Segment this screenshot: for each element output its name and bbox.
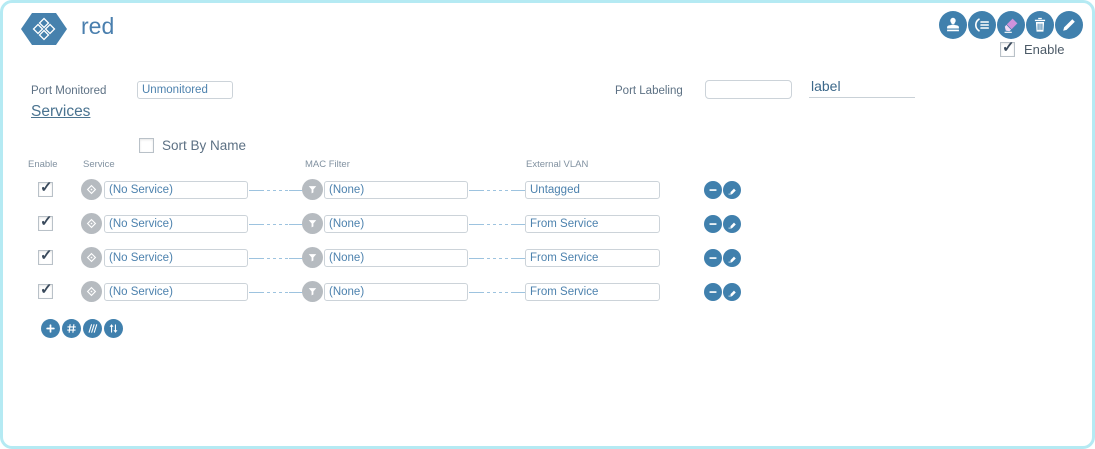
enable-checkbox[interactable]	[1000, 38, 1015, 57]
mac-filter-funnel-icon[interactable]	[302, 247, 323, 268]
connector-line	[249, 292, 303, 293]
mac-filter-select[interactable]: (None)	[324, 249, 468, 267]
column-header-enable: Enable	[28, 159, 58, 170]
connector-line	[469, 258, 526, 259]
mac-filter-funnel-icon[interactable]	[302, 179, 323, 200]
mac-filter-select[interactable]: (None)	[324, 181, 468, 199]
port-monitored-label: Port Monitored	[31, 85, 107, 97]
eraser-icon[interactable]	[723, 215, 741, 233]
external-vlan-field[interactable]: From Service	[525, 283, 660, 301]
mac-filter-funnel-icon[interactable]	[302, 281, 323, 302]
highlighter-icon[interactable]	[997, 11, 1025, 39]
service-row: (No Service) (None) From Service	[3, 243, 1092, 277]
sort-by-name-checkbox[interactable]	[139, 138, 154, 153]
service-row: (No Service) (None) From Service	[3, 277, 1092, 311]
column-header-external-vlan: External VLAN	[526, 159, 589, 170]
port-monitored-field[interactable]: Unmonitored	[137, 81, 233, 99]
service-diamond-icon[interactable]	[81, 179, 102, 200]
service-row: (No Service) (None) Untagged	[3, 175, 1092, 209]
service-row: (No Service) (None) From Service	[3, 209, 1092, 243]
connector-line	[469, 224, 526, 225]
eraser-icon[interactable]	[723, 181, 741, 199]
trash-icon[interactable]	[1026, 11, 1054, 39]
page-title: red	[81, 13, 115, 39]
slashes-icon[interactable]	[83, 319, 102, 338]
plus-icon[interactable]	[41, 319, 60, 338]
service-diamond-icon[interactable]	[81, 281, 102, 302]
row-enable-checkbox[interactable]	[38, 212, 53, 231]
row-actions	[704, 283, 741, 301]
connector-line	[469, 292, 526, 293]
connector-line	[249, 224, 303, 225]
sort-by-name-label: Sort By Name	[162, 138, 247, 153]
service-rows: (No Service) (None) Untagged	[3, 175, 1092, 311]
hash-icon[interactable]	[62, 319, 81, 338]
row-enable-checkbox[interactable]	[38, 178, 53, 197]
connector-line	[249, 258, 303, 259]
up-down-arrows-icon[interactable]	[104, 319, 123, 338]
row-actions	[704, 249, 741, 267]
minus-icon[interactable]	[704, 283, 722, 301]
port-labeling-label: Port Labeling	[615, 85, 683, 97]
port-labeling-input[interactable]	[705, 80, 792, 99]
external-vlan-field[interactable]: Untagged	[525, 181, 660, 199]
header-toolbar	[939, 11, 1083, 39]
mac-filter-select[interactable]: (None)	[324, 215, 468, 233]
connector-line	[469, 190, 526, 191]
service-select[interactable]: (No Service)	[104, 283, 248, 301]
port-label-input[interactable]: label	[809, 78, 915, 98]
external-vlan-field[interactable]: From Service	[525, 249, 660, 267]
service-select[interactable]: (No Service)	[104, 249, 248, 267]
connector-line	[249, 190, 303, 191]
eraser-icon[interactable]	[723, 249, 741, 267]
mac-filter-select[interactable]: (None)	[324, 283, 468, 301]
enable-toggle-wrap: Enable	[1000, 38, 1065, 57]
hexagon-lattice-icon	[20, 12, 68, 46]
row-enable-checkbox[interactable]	[38, 280, 53, 299]
column-header-service: Service	[83, 159, 115, 170]
eraser-icon[interactable]	[723, 283, 741, 301]
row-actions	[704, 215, 741, 233]
row-enable-checkbox[interactable]	[38, 246, 53, 265]
column-header-mac-filter: MAC Filter	[305, 159, 350, 170]
sort-by-name-wrap: Sort By Name	[139, 138, 246, 153]
minus-icon[interactable]	[704, 249, 722, 267]
enable-label: Enable	[1024, 42, 1065, 57]
services-toolbar	[41, 319, 123, 338]
service-diamond-icon[interactable]	[81, 213, 102, 234]
minus-icon[interactable]	[704, 215, 722, 233]
mac-filter-funnel-icon[interactable]	[302, 213, 323, 234]
row-actions	[704, 181, 741, 199]
minus-icon[interactable]	[704, 181, 722, 199]
external-vlan-field[interactable]: From Service	[525, 215, 660, 233]
list-icon[interactable]	[968, 11, 996, 39]
service-select[interactable]: (No Service)	[104, 181, 248, 199]
pencil-icon[interactable]	[1055, 11, 1083, 39]
services-section-link[interactable]: Services	[31, 103, 91, 120]
stamp-icon[interactable]	[939, 11, 967, 39]
service-select[interactable]: (No Service)	[104, 215, 248, 233]
service-diamond-icon[interactable]	[81, 247, 102, 268]
